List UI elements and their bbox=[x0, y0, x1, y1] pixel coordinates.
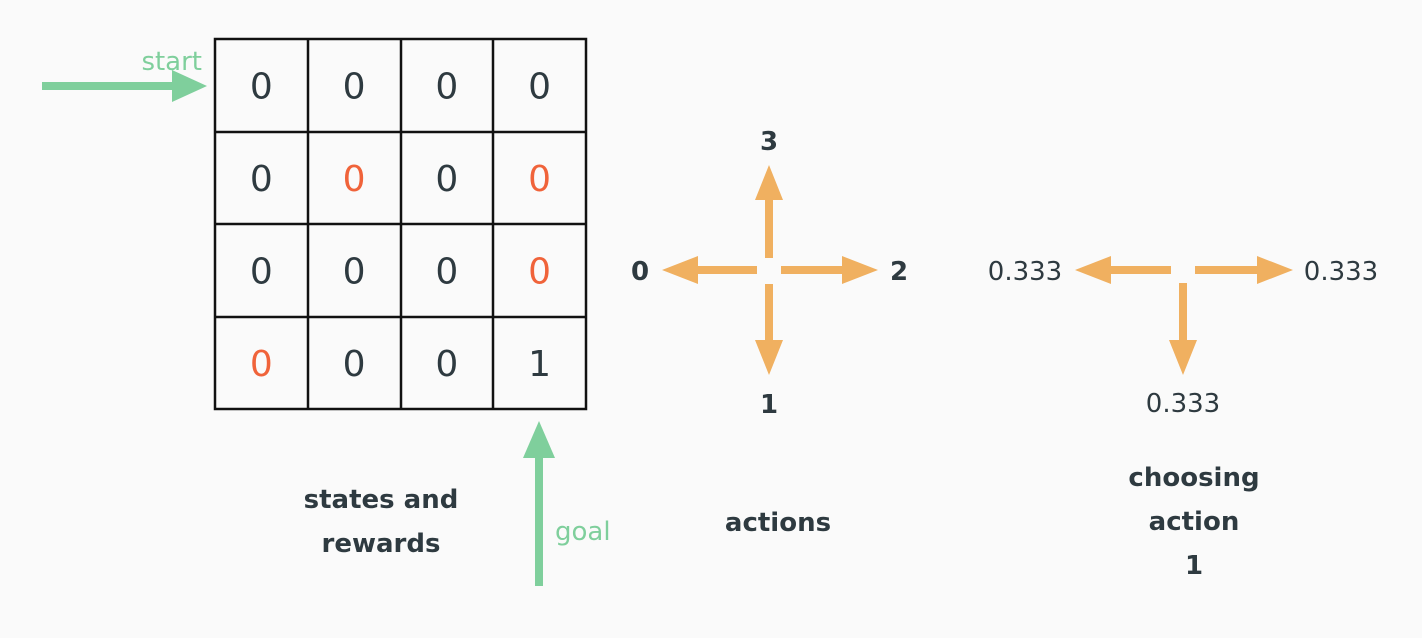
action-up-label: 3 bbox=[760, 127, 778, 157]
grid-caption: states and rewards bbox=[281, 478, 481, 566]
grid-cell-value: 0 bbox=[528, 159, 551, 200]
arrow-down-icon bbox=[755, 284, 783, 375]
action-down-label: 1 bbox=[760, 390, 778, 420]
grid-cell-value: 0 bbox=[435, 159, 458, 200]
choice-right-prob: 0.333 bbox=[1304, 257, 1378, 287]
grid-caption-line-2: rewards bbox=[321, 529, 441, 559]
choice-arrow-left-icon bbox=[1075, 256, 1171, 284]
grid-cell-value: 0 bbox=[250, 66, 273, 107]
grid-cell-value: 0 bbox=[250, 344, 273, 385]
grid-cell-value: 0 bbox=[528, 66, 551, 107]
choice-caption-line-1: choosing bbox=[1128, 463, 1260, 493]
action-right-label: 2 bbox=[890, 257, 908, 287]
grid-cell-value: 0 bbox=[250, 251, 273, 292]
choice-left-prob: 0.333 bbox=[988, 257, 1062, 287]
grid-cell-value: 0 bbox=[343, 159, 366, 200]
choice-compass bbox=[1075, 256, 1293, 375]
grid-lines bbox=[213, 37, 588, 411]
grid-cell-value: 0 bbox=[250, 159, 273, 200]
choice-down-prob: 0.333 bbox=[1146, 389, 1220, 419]
action-left-label: 0 bbox=[631, 257, 649, 287]
grid-cell-value: 0 bbox=[343, 66, 366, 107]
grid-cell-value: 1 bbox=[528, 344, 551, 385]
grid-cell-value: 0 bbox=[343, 251, 366, 292]
grid-cell-value: 0 bbox=[343, 344, 366, 385]
arrow-right-icon bbox=[781, 256, 878, 284]
choice-caption-line-3: 1 bbox=[1184, 551, 1204, 581]
grid-caption-line-1: states and bbox=[303, 485, 459, 515]
state-grid: 0 0 0 0 0 0 0 0 0 0 0 0 0 0 0 1 bbox=[250, 66, 551, 385]
choice-caption: choosing action 1 bbox=[1094, 456, 1294, 588]
actions-compass bbox=[662, 165, 878, 375]
start-label: start bbox=[141, 47, 202, 77]
arrow-left-icon bbox=[662, 256, 757, 284]
grid-cell-value: 0 bbox=[435, 344, 458, 385]
choice-arrow-right-icon bbox=[1195, 256, 1293, 284]
choice-caption-line-2: action bbox=[1148, 507, 1240, 537]
choice-arrow-down-icon bbox=[1169, 283, 1197, 375]
goal-arrow bbox=[523, 421, 555, 586]
grid-cell-value: 0 bbox=[528, 251, 551, 292]
arrow-up-icon bbox=[755, 165, 783, 258]
grid-cell-value: 0 bbox=[435, 66, 458, 107]
grid-cell-value: 0 bbox=[435, 251, 458, 292]
actions-caption: actions bbox=[724, 508, 832, 538]
start-arrow bbox=[42, 70, 207, 102]
goal-label: goal bbox=[555, 517, 611, 547]
